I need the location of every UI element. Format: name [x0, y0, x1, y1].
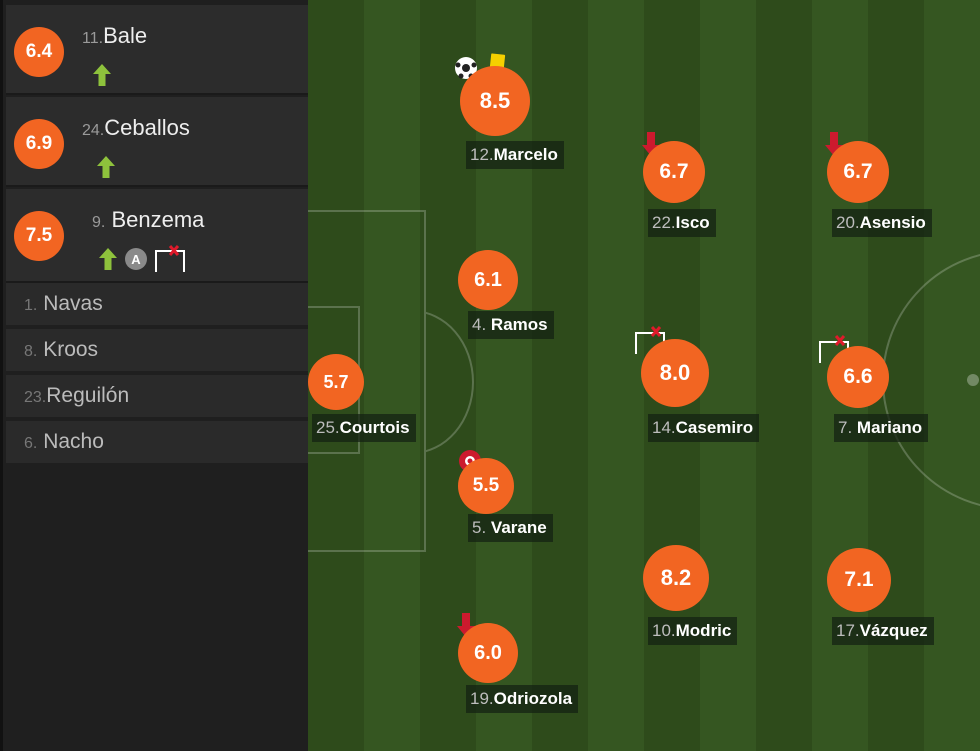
center-circle: [882, 250, 980, 510]
player-rating: 6.9: [14, 119, 64, 169]
center-spot: [967, 374, 979, 386]
player-label: 5. Varane: [468, 514, 553, 542]
player-rating: 5.7: [308, 354, 364, 410]
player-label: 25.Courtois: [312, 414, 416, 442]
bench-row-kroos[interactable]: 8. Kroos: [6, 329, 311, 373]
player-rating: 6.7: [643, 141, 705, 203]
svg-text:A: A: [131, 252, 141, 267]
player-rating: 6.0: [458, 623, 518, 683]
player-name: 11.Bale: [82, 23, 148, 48]
pitch: 8.5 12.Marcelo 6.7 22.Isco 6.7 20.Asensi…: [308, 0, 980, 751]
player-rating: 7.1: [827, 548, 891, 612]
bench-row-nacho[interactable]: 6. Nacho: [6, 421, 311, 465]
missed-chance-goalpost-icon: [155, 245, 185, 272]
player-rating: 8.0: [641, 339, 709, 407]
player-label: 12.Marcelo: [466, 141, 564, 169]
assist-icon: A: [125, 248, 147, 270]
player-name: 9. Benzema: [92, 207, 205, 232]
substitutes-panel: 6.4 11.Bale 6.9 24.Ceballos 7.5 9. Benze…: [0, 0, 311, 751]
substitute-row-ceballos[interactable]: 6.9 24.Ceballos: [6, 97, 311, 187]
penalty-area: [308, 210, 426, 552]
player-rating: 8.2: [643, 545, 709, 611]
player-rating: 6.6: [827, 346, 889, 408]
player-rating: 6.1: [458, 250, 518, 310]
player-label: 14.Casemiro: [648, 414, 760, 442]
player-label: 4. Ramos: [468, 311, 554, 339]
sub-in-arrow-icon: [93, 64, 111, 86]
player-label: 7. Mariano: [834, 414, 929, 442]
player-rating: 7.5: [14, 211, 64, 261]
substitute-row-bale[interactable]: 6.4 11.Bale: [6, 5, 311, 95]
player-label: 20.Asensio: [832, 209, 932, 237]
player-rating: 6.7: [827, 141, 889, 203]
player-label: 10.Modric: [648, 617, 738, 645]
sub-in-arrow-icon: [97, 156, 115, 178]
sub-in-arrow-icon: [99, 248, 117, 270]
player-rating: 6.4: [14, 27, 64, 77]
player-name: 24.Ceballos: [82, 115, 190, 140]
bench-row-reguilon[interactable]: 23.Reguilón: [6, 375, 311, 419]
bench-row-navas[interactable]: 1. Navas: [6, 283, 311, 327]
player-label: 19.Odriozola: [466, 685, 579, 713]
player-label: 17.Vázquez: [832, 617, 934, 645]
player-rating: 5.5: [458, 458, 514, 514]
substitute-row-benzema[interactable]: 7.5 9. Benzema A: [6, 189, 311, 283]
player-label: 22.Isco: [648, 209, 716, 237]
player-rating: 8.5: [460, 66, 530, 136]
